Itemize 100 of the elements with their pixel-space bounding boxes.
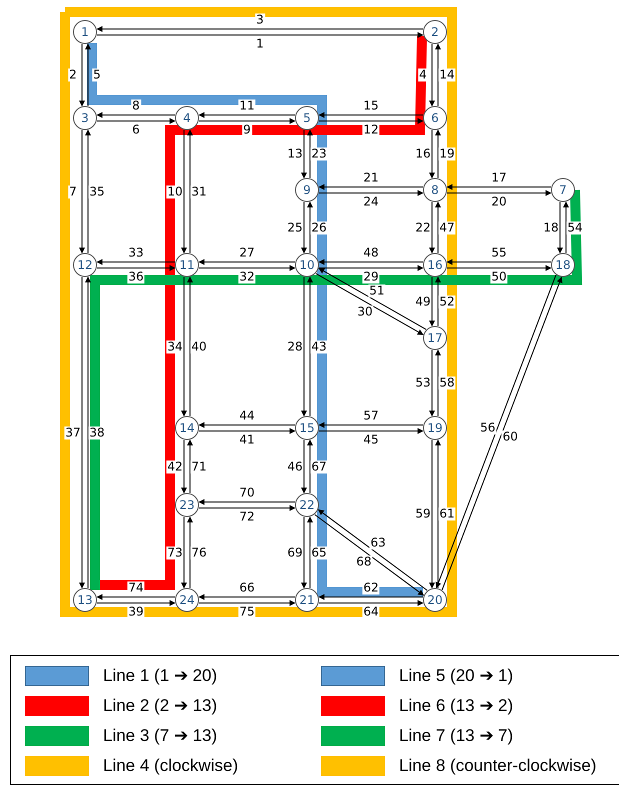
edge-label: 49 bbox=[414, 295, 432, 308]
edge-label: 3 bbox=[255, 14, 265, 26]
arrow bbox=[96, 32, 424, 38]
node-circle: 21 bbox=[295, 588, 319, 612]
edge-label: 70 bbox=[238, 486, 256, 500]
edge-label: 71 bbox=[190, 460, 208, 473]
node-circle: 2 bbox=[423, 20, 447, 44]
arrow bbox=[435, 129, 441, 178]
arrow bbox=[435, 201, 441, 254]
arrow bbox=[198, 594, 296, 600]
edge-label: 4 bbox=[418, 68, 428, 82]
edge-label: 74 bbox=[127, 582, 145, 594]
edge-label: 53 bbox=[414, 376, 432, 390]
edge-label: 50 bbox=[490, 270, 508, 284]
arrow bbox=[307, 516, 313, 588]
edge-label: 13 bbox=[286, 148, 304, 160]
edge-label: 59 bbox=[414, 508, 432, 520]
edge-label: 62 bbox=[362, 582, 380, 594]
edge-label: 61 bbox=[438, 508, 456, 520]
edge-label: 23 bbox=[310, 148, 328, 160]
node-circle: 14 bbox=[175, 416, 199, 440]
arrow bbox=[198, 499, 296, 505]
arrow bbox=[187, 516, 193, 588]
arrow bbox=[301, 440, 307, 494]
edge-label: 26 bbox=[310, 221, 328, 234]
node-circle: 23 bbox=[175, 493, 199, 517]
arrow bbox=[446, 184, 552, 190]
edge-label: 16 bbox=[414, 148, 432, 160]
node-circle: 17 bbox=[423, 326, 447, 350]
arrow bbox=[318, 594, 424, 600]
node-circle: 11 bbox=[175, 253, 199, 277]
arrow bbox=[307, 129, 313, 178]
arrow bbox=[563, 201, 569, 254]
edge-label: 34 bbox=[166, 340, 184, 353]
arrow bbox=[96, 118, 176, 124]
arrow bbox=[301, 276, 307, 417]
edge-label: 12 bbox=[362, 124, 380, 136]
legend-label: Line 2 (2 ➔ 13) bbox=[103, 696, 218, 716]
arrow bbox=[318, 268, 427, 330]
edge-label: 17 bbox=[490, 172, 508, 184]
arrow bbox=[557, 202, 563, 254]
edge-label: 32 bbox=[238, 270, 256, 284]
arrow bbox=[181, 516, 187, 589]
legend-label: Line 3 (7 ➔ 13) bbox=[103, 726, 218, 746]
edge-label: 46 bbox=[286, 460, 304, 473]
legend-label: Line 6 (13 ➔ 2) bbox=[399, 696, 514, 716]
edge-label: 20 bbox=[490, 196, 508, 208]
arrow bbox=[301, 130, 307, 179]
edge-label: 63 bbox=[370, 536, 387, 550]
edge-label: 51 bbox=[368, 284, 386, 298]
edge-label: 29 bbox=[362, 270, 380, 284]
edge-label: 11 bbox=[238, 100, 256, 112]
arrow bbox=[446, 265, 552, 271]
node-circle: 10 bbox=[295, 253, 319, 277]
arrow bbox=[96, 26, 424, 32]
arrow bbox=[79, 130, 85, 254]
node-circle: 13 bbox=[73, 588, 97, 612]
arrow bbox=[318, 112, 424, 118]
node-circle: 3 bbox=[73, 106, 97, 130]
arrow bbox=[198, 265, 296, 271]
arrow bbox=[96, 594, 176, 600]
node-circle: 1 bbox=[73, 20, 97, 44]
arrow bbox=[79, 44, 85, 107]
arrow bbox=[198, 118, 296, 124]
arrow bbox=[429, 130, 435, 179]
edge-label: 43 bbox=[310, 340, 328, 353]
arrow bbox=[307, 201, 313, 254]
arrow bbox=[96, 265, 176, 271]
arrow bbox=[187, 129, 193, 254]
arrow bbox=[429, 202, 435, 254]
edge-label: 64 bbox=[362, 606, 380, 618]
edge-label: 9 bbox=[242, 124, 252, 136]
arrow bbox=[85, 276, 91, 588]
node-circle: 16 bbox=[423, 253, 447, 277]
edge-label: 6 bbox=[131, 124, 141, 136]
edge-label: 65 bbox=[310, 546, 328, 559]
node-circle: 12 bbox=[73, 253, 97, 277]
arrow bbox=[79, 276, 85, 589]
arrow bbox=[181, 130, 187, 254]
edge-label: 2 bbox=[68, 68, 78, 82]
edge-label: 54 bbox=[566, 221, 584, 234]
edge-label: 22 bbox=[414, 221, 432, 234]
legend-label: Line 5 (20 ➔ 1) bbox=[399, 666, 514, 686]
edge-label: 48 bbox=[362, 246, 380, 260]
edge-label: 33 bbox=[127, 246, 145, 260]
arrow bbox=[429, 44, 435, 107]
arrow bbox=[301, 516, 307, 589]
edge-label: 69 bbox=[286, 546, 304, 559]
edge-label: 7 bbox=[68, 185, 78, 198]
arrow bbox=[307, 276, 313, 416]
edge-label: 76 bbox=[190, 546, 208, 559]
node-circle: 8 bbox=[423, 178, 447, 202]
edge-label: 75 bbox=[238, 606, 256, 618]
legend-label: Line 1 (1 ➔ 20) bbox=[103, 666, 218, 686]
arrow bbox=[187, 439, 193, 494]
arrow bbox=[315, 273, 424, 336]
node-circle: 9 bbox=[295, 178, 319, 202]
arrow bbox=[198, 428, 296, 434]
edge-label: 27 bbox=[238, 246, 256, 260]
arrow bbox=[181, 440, 187, 494]
